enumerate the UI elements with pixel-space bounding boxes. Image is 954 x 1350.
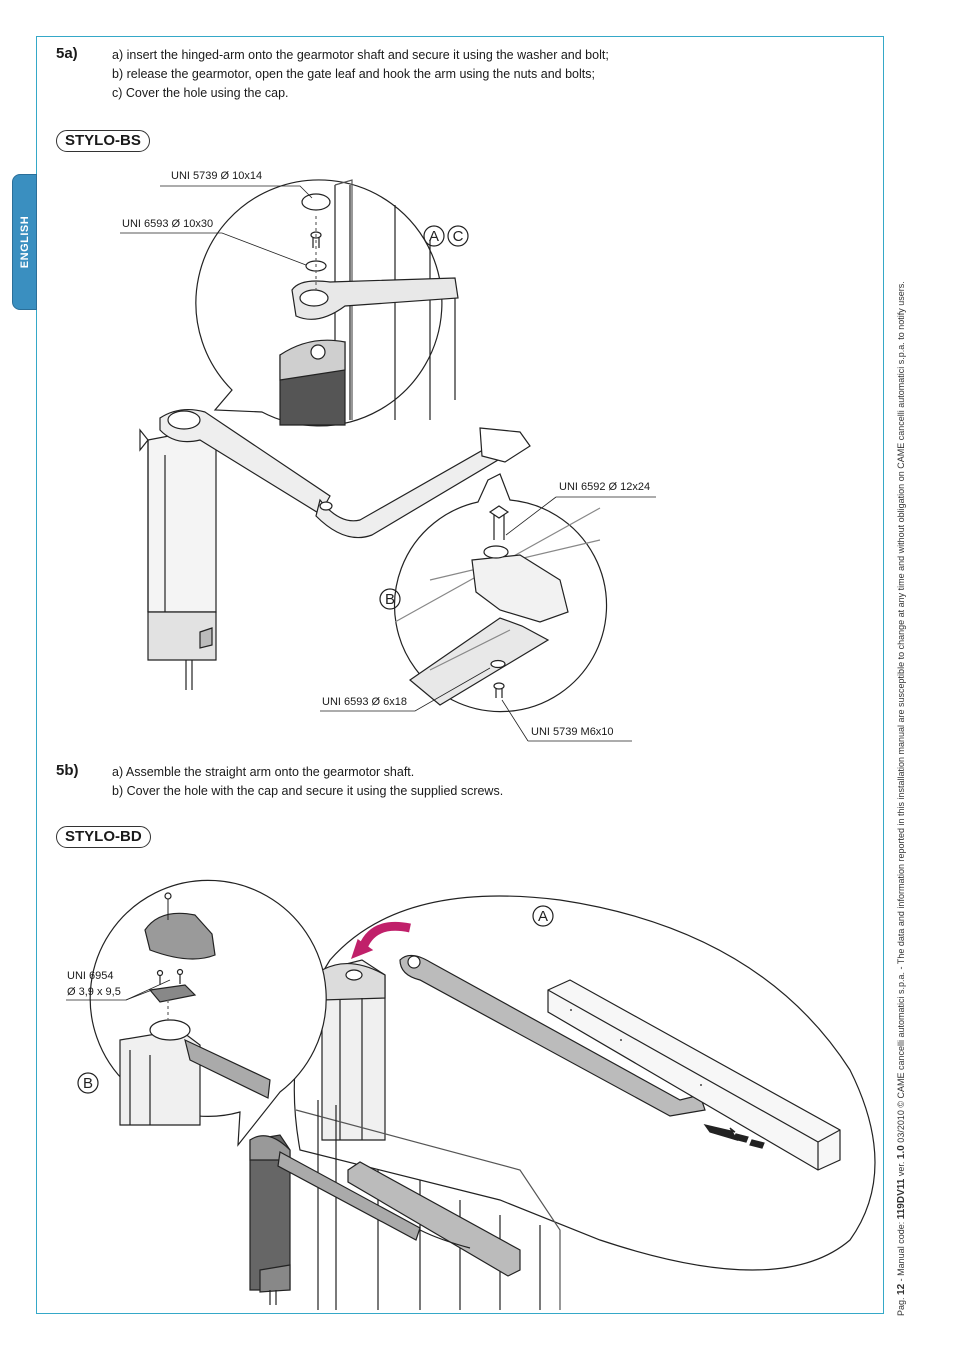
push-arrow-icon [703,1124,739,1142]
zoom-circle-arm-fixing [195,179,459,427]
callout-washer-top: UNI 6593 Ø 10x30 [122,218,214,230]
callout-letter-b-5b-circle [77,1072,99,1094]
step-5b-line-b: b) Cover the hole with the cap and secur… [112,784,504,798]
callout-screw-bottom: UNI 5739 M6x10 [531,726,614,738]
stylo-bd-gate-scene [249,1100,561,1310]
footer-version-label: ver. [896,1161,906,1177]
footer-page-number: 12 [896,1283,907,1295]
rotation-arrow-head-icon [351,939,374,960]
footer-copyright: © CAME cancelli automatici s.p.a. - The … [896,281,906,1108]
step-5a-line-b: b) release the gearmotor, open the gate … [112,67,595,81]
zoom-circle-bracket-fixing [393,473,608,713]
callout-letter-b-5b: B [83,1075,93,1092]
callout-letter-a: A [429,228,439,245]
step-5b-line-a: a) Assemble the straight arm onto the ge… [112,765,415,779]
callout-screws-5b: UNI 6954 Ø 3,9 x 9,5 [67,968,121,1000]
step-5a-instructions: a) insert the hinged-arm onto the gearmo… [112,46,609,103]
page-frame [36,36,884,1314]
callout-letter-a-5b-circle [532,905,554,927]
footer-date: 03/2010 [896,1110,906,1143]
zoom-ellipse-straight-arm [293,895,876,1271]
callout-letter-c-circle [447,225,469,247]
callout-letter-c: C [453,228,464,245]
stylo-bs-hinged-arm [159,408,531,539]
model-stylo-bs: STYLO-BS [56,130,150,152]
model-stylo-bd: STYLO-BD [56,826,151,848]
callout-letter-a-circle [423,225,445,247]
callout-washer-bottom: UNI 6593 Ø 6x18 [322,696,407,708]
step-5b-number: 5b) [56,762,79,779]
step-5a-line-c: c) Cover the hole using the cap. [112,86,289,100]
zoom-circle-cap-fixing [89,879,327,1147]
callout-bolt-right: UNI 6592 Ø 12x24 [559,481,651,493]
footer-note: Pag. 12 - Manual code: 119DV11 ver. 1.0 … [896,216,907,1316]
step-5a-number: 5a) [56,45,78,62]
callout-letter-a-5b: A [538,908,548,925]
step-5b-instructions: a) Assemble the straight arm onto the ge… [112,763,503,801]
callout-letter-b-circle [379,588,401,610]
language-tab: ENGLISH [12,174,37,310]
footer-page-label: Pag. [896,1297,906,1316]
callout-screws-5b-line2: Ø 3,9 x 9,5 [67,986,121,998]
step-5a-line-a: a) insert the hinged-arm onto the gearmo… [112,48,609,62]
callout-letter-b: B [385,591,395,608]
callout-screws-5b-line1: UNI 6954 [67,970,114,982]
footer-manual-label: - Manual code: [896,1221,906,1282]
callout-screw-top: UNI 5739 Ø 10x14 [171,170,263,182]
stylo-bs-gearmotor [139,428,217,690]
footer-manual-code: 119DV11 [896,1178,907,1220]
footer-version: 1.0 [896,1145,907,1160]
